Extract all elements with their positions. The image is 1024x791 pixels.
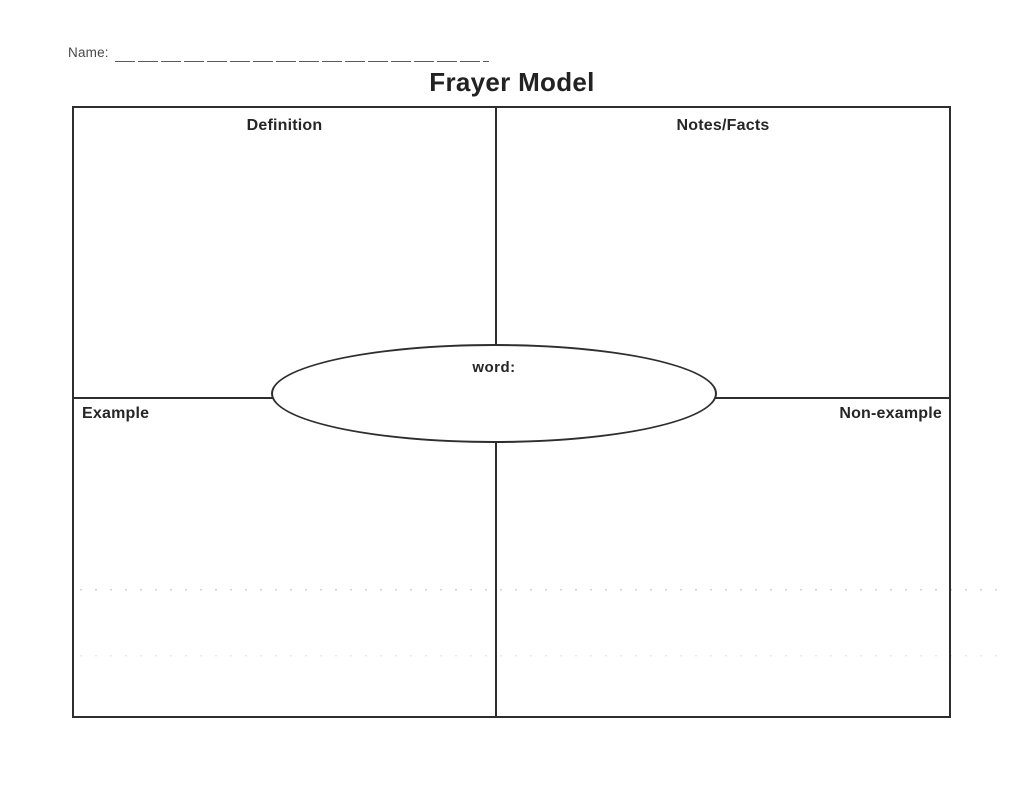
example-label: Example (82, 405, 150, 422)
word-label: word: (472, 359, 516, 376)
name-label: Name: (68, 45, 109, 60)
name-row: Name: (68, 44, 489, 62)
word-ellipse[interactable]: word: (271, 344, 717, 443)
quadrant-definition[interactable]: Definition (74, 108, 495, 397)
faint-dotted-line (80, 589, 1008, 591)
quadrant-example[interactable]: Example (74, 399, 495, 716)
page-title: Frayer Model (429, 67, 595, 97)
notes-facts-label: Notes/Facts (676, 117, 770, 134)
non-example-label: Non-example (839, 405, 942, 422)
definition-label: Definition (246, 117, 323, 134)
quadrant-notes-facts[interactable]: Notes/Facts (497, 108, 949, 397)
faint-dotted-line (80, 655, 1008, 657)
name-fill-in-line[interactable] (114, 44, 489, 62)
quadrant-non-example[interactable]: Non-example (497, 399, 949, 716)
frayer-model-grid: Definition Notes/Facts Example Non-examp… (72, 106, 951, 718)
